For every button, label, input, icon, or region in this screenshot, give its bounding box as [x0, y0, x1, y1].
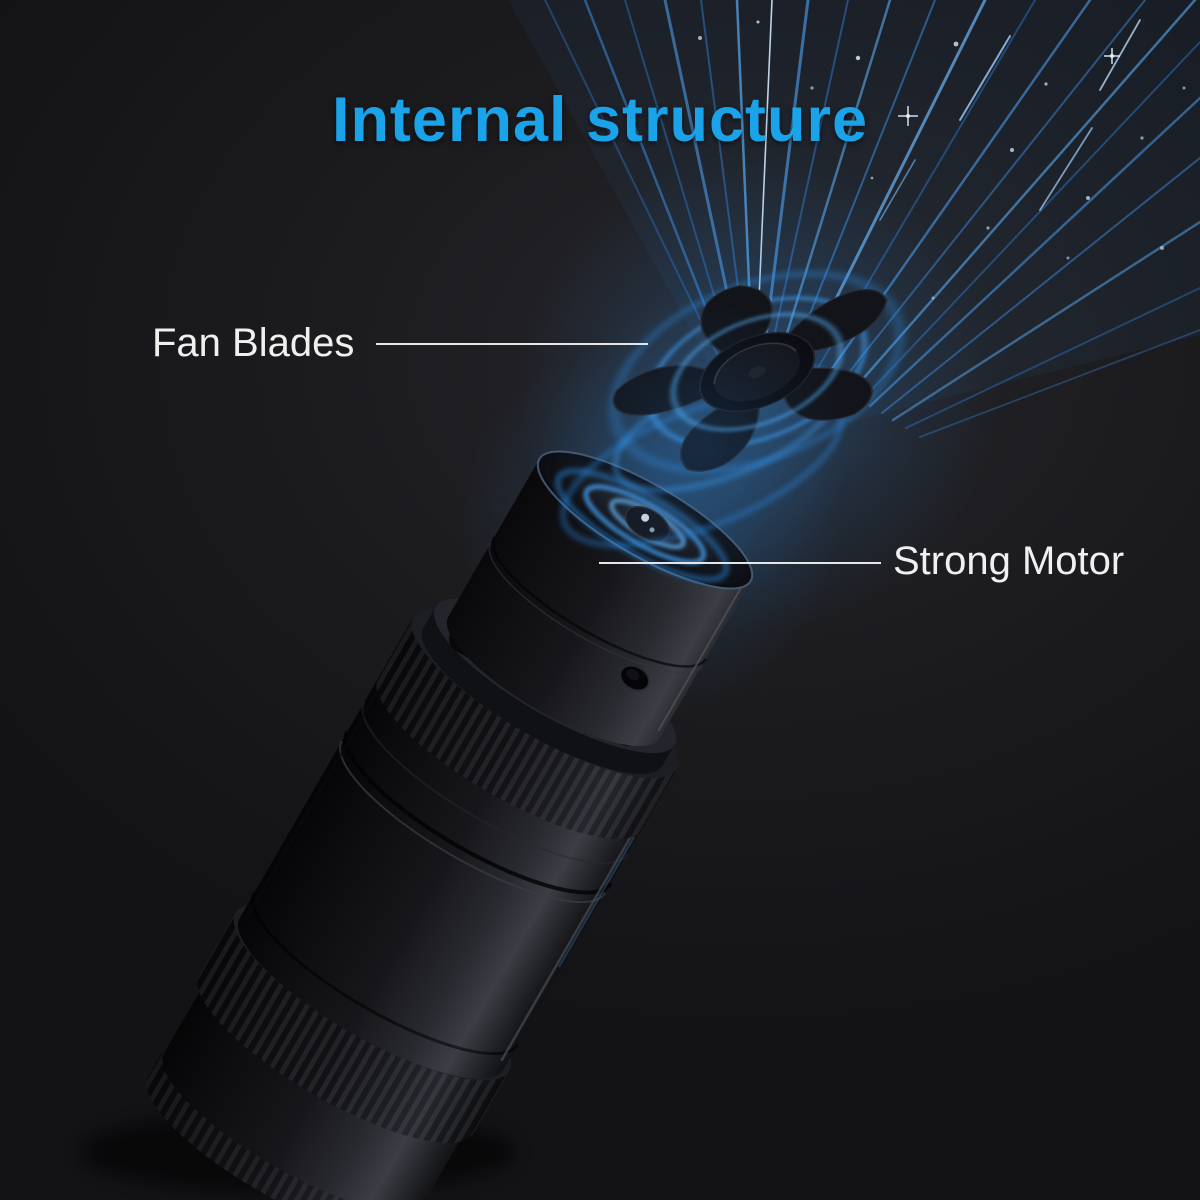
fan-blades-label: Fan Blades — [152, 321, 355, 365]
fan-blades-callout-line — [376, 343, 648, 345]
image-title: Internal structure — [331, 85, 869, 155]
strong-motor-label: Strong Motor — [893, 539, 1125, 583]
face-bloom-glow — [550, 300, 850, 600]
strong-motor-callout-line — [599, 562, 881, 564]
